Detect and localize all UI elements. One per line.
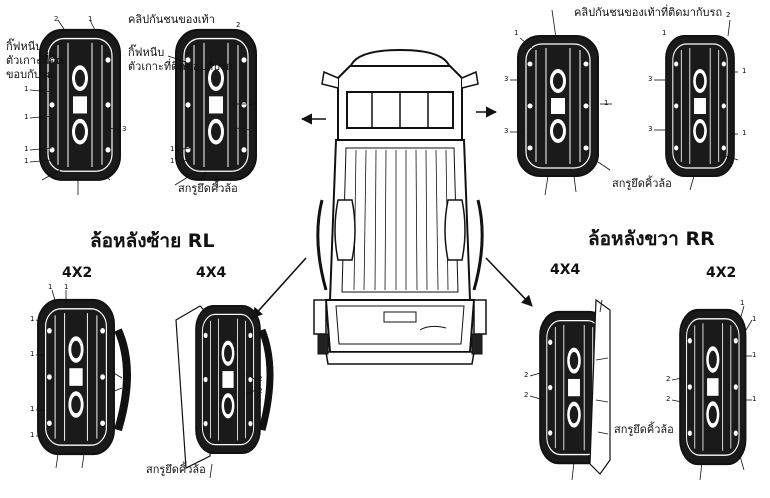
part-number: 3: [252, 125, 257, 133]
top-right-flare-b: [665, 35, 735, 177]
part-number: 2: [54, 15, 59, 23]
part-number: 3: [504, 75, 509, 83]
top-right-screw-label: สกรูยึดคิ้วล้อ: [612, 177, 672, 190]
part-number: 3: [122, 125, 127, 133]
part-number: 1: [514, 29, 519, 37]
part-number: 1: [752, 395, 757, 403]
top-left-clip-label-b: กิ๊ฟหนีบ ตัวเกาะที่ติดขอบกับรถ: [128, 46, 233, 73]
bottom-left-flare-4x4: [175, 304, 274, 469]
top-right-leaders: [510, 9, 739, 196]
part-number: 1: [88, 15, 93, 23]
part-number: 1: [170, 157, 175, 165]
part-number: 1: [30, 350, 35, 358]
part-number: 1: [740, 299, 745, 307]
top-left-leaders: [29, 19, 251, 195]
part-number: 2: [124, 373, 129, 381]
part-number: 1: [604, 99, 609, 107]
heading-rear-left: ล้อหลังซ้าย RL: [90, 230, 215, 252]
part-number: 1: [248, 99, 253, 107]
variant-label-bl-4x2: 4X2: [62, 265, 93, 281]
variant-label-br-4x4: 4X4: [550, 262, 581, 278]
bottom-right-screw-label: สกรูยึดคิ้วล้อ: [614, 423, 674, 436]
part-number: 1: [24, 85, 29, 93]
part-number: 1: [742, 129, 747, 137]
part-number: 1: [170, 145, 175, 153]
part-number: 2: [258, 375, 263, 383]
part-number: 1: [24, 113, 29, 121]
direction-arrows: [251, 106, 533, 319]
part-number: 2: [524, 391, 529, 399]
part-number: 3: [648, 75, 653, 83]
bottom-right-leaders: [529, 299, 753, 481]
top-left-screw-label: สกรูยึดคิ้วล้อ: [178, 182, 238, 195]
bottom-left-flare-4x2: [36, 298, 131, 456]
top-left-bumper-clip-label: คลิปกันชนของเท้า: [128, 13, 215, 26]
bottom-right-flare-4x4: [538, 298, 611, 475]
pickup-truck-illustration: [313, 48, 487, 365]
part-number: 1: [662, 29, 667, 37]
top-right-flare-a: [517, 35, 599, 177]
part-number: 1: [48, 283, 53, 291]
part-number: 1: [752, 351, 757, 359]
part-number: 1: [30, 315, 35, 323]
part-number: 1: [752, 315, 757, 323]
top-right-bumper-clip-label: คลิปกันชนของเท้าที่ติดมากับรถ: [574, 6, 723, 19]
part-number: 2: [524, 371, 529, 379]
part-number: 1: [64, 283, 69, 291]
top-left-clip-label-a: กิ๊ฟหนีบ ตัวเกาะที่ติด ขอบกับรถ: [6, 40, 64, 81]
part-number: 2: [666, 395, 671, 403]
part-number: 2: [124, 385, 129, 393]
bottom-left-leaders: [35, 289, 257, 479]
part-number: 1: [30, 405, 35, 413]
part-number: 1: [742, 67, 747, 75]
part-number: 1: [24, 145, 29, 153]
part-number: 2: [258, 387, 263, 395]
variant-label-bl-4x4: 4X4: [196, 265, 227, 281]
part-number: 3: [504, 127, 509, 135]
variant-label-br-4x2: 4X2: [706, 265, 737, 281]
part-number: 2: [726, 11, 731, 19]
bottom-left-screw-label: สกรูยึดคิ้วล้อ: [146, 463, 206, 476]
part-number: 2: [236, 21, 241, 29]
heading-rear-right: ล้อหลังขวา RR: [588, 228, 715, 250]
part-number: 2: [666, 375, 671, 383]
part-number: 3: [648, 125, 653, 133]
part-number: 1: [24, 157, 29, 165]
bottom-right-flare-4x2: [678, 308, 747, 466]
part-number: 1: [30, 431, 35, 439]
